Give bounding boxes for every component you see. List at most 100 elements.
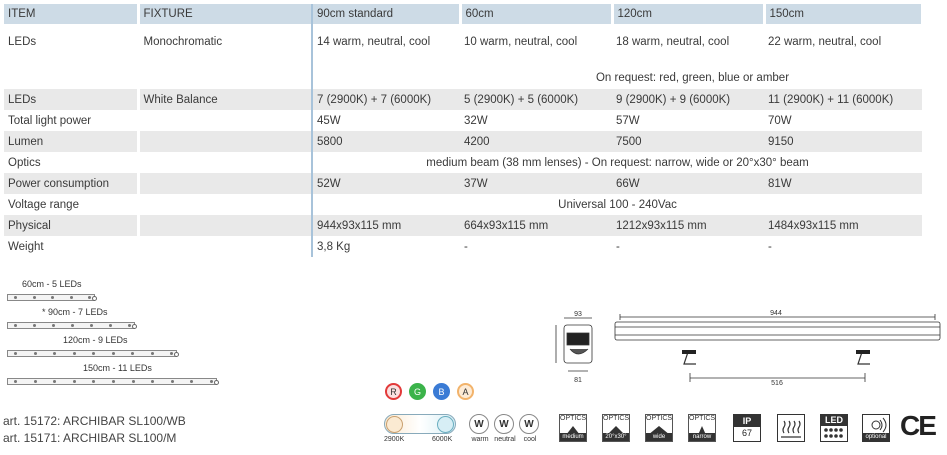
led-dot <box>72 380 76 383</box>
led-dot <box>14 352 17 355</box>
item-cell: Optics <box>4 152 140 173</box>
item-cell: Voltage range <box>4 194 140 215</box>
led-dot <box>210 380 213 383</box>
value-cell: 3,8 Kg <box>317 240 351 253</box>
strip-end-cap <box>214 380 219 385</box>
value-cell: 22 warm, neutral, cool <box>768 36 882 48</box>
bar-outline <box>614 321 941 341</box>
led-dot <box>90 324 93 327</box>
led-dot <box>150 352 154 355</box>
item-cell: Total light power <box>4 110 140 131</box>
fixture-cell <box>138 194 313 215</box>
white-balance-high: 6000K <box>432 436 453 443</box>
led-dot <box>69 296 73 299</box>
value-cell: 66W <box>612 173 764 194</box>
led-dot <box>92 380 96 383</box>
fixture-cell <box>138 72 313 89</box>
ip-rating-icon: IP 67 <box>733 414 761 442</box>
value-cell: 70W <box>768 114 792 127</box>
led-dot <box>71 324 74 327</box>
value-cell: - <box>464 240 468 253</box>
spanning-cell: medium beam (38 mm lenses) - On request:… <box>426 156 809 169</box>
value-cell: 57W <box>616 114 640 127</box>
led-dot <box>170 380 174 383</box>
header-cell: 150cm <box>764 4 924 24</box>
strip-label: * 90cm - 7 LEDs <box>42 307 108 317</box>
led-dot <box>33 324 36 327</box>
blue-led-icon: B <box>433 383 450 400</box>
value-cell: 4200 <box>460 131 612 152</box>
item-cell: Weight <box>4 236 140 257</box>
fixture-cell <box>138 236 313 257</box>
strip-end-cap <box>174 352 179 357</box>
item-cell: Power consumption <box>4 173 140 194</box>
item-cell: Lumen <box>4 131 140 152</box>
dim-bracket: 516 <box>771 380 783 387</box>
fixture-cell <box>138 152 313 173</box>
white-balance-icon <box>384 414 456 434</box>
technical-drawing: 93 115 81 944 516 <box>555 310 941 387</box>
ce-mark: CE <box>900 410 937 441</box>
led-dot <box>112 380 115 383</box>
value-cell: 18 warm, neutral, cool <box>616 36 730 48</box>
white-neutral-icon: W <box>494 414 514 434</box>
header-cell: 90cm standard <box>312 4 462 24</box>
strip-label: 150cm - 11 LEDs <box>83 363 152 373</box>
amber-led-icon: A <box>457 383 474 400</box>
header-cell: 120cm <box>612 4 766 24</box>
value-cell: 32W <box>464 114 488 127</box>
led-dot <box>92 352 95 355</box>
value-cell: 7500 <box>612 131 764 152</box>
led-matrix-icon: LED <box>820 414 848 442</box>
led-dot <box>170 352 173 355</box>
profile-outline <box>563 324 593 364</box>
item-cell <box>4 72 140 89</box>
strip-end-cap <box>92 296 97 301</box>
remote-control-icon: optional <box>862 414 890 442</box>
value-cell: 52W <box>312 173 460 194</box>
white-type-label: neutral <box>494 436 516 443</box>
led-dot <box>33 380 37 383</box>
led-dot <box>131 380 135 383</box>
led-dot <box>88 296 91 299</box>
white-cool-icon: W <box>519 414 539 434</box>
led-dot <box>33 352 37 355</box>
fixture-cell: White Balance <box>138 89 313 110</box>
value-cell: 5800 <box>312 131 460 152</box>
led-strip <box>7 322 137 329</box>
value-cell: 5 (2900K) + 5 (6000K) <box>460 89 612 110</box>
profile-head <box>566 332 590 346</box>
value-cell: 45W <box>317 114 341 127</box>
value-cell: 1212x93x115 mm <box>612 215 764 236</box>
header-cell: 60cm <box>460 4 614 24</box>
table-row: Optics medium beam (38 mm lenses) - On re… <box>4 152 922 173</box>
led-dot <box>151 380 155 383</box>
led-dot <box>131 352 134 355</box>
led-dot <box>14 380 17 383</box>
item-cell: LEDs <box>4 89 140 110</box>
led-dot <box>52 324 55 327</box>
fixture-cell <box>138 110 313 131</box>
white-balance-low: 2900K <box>384 436 405 443</box>
strip-end-cap <box>132 324 137 329</box>
led-dot <box>72 352 76 355</box>
fixture-cell <box>138 215 313 236</box>
led-dot <box>51 296 54 299</box>
white-type-label: cool <box>523 436 537 443</box>
green-led-icon: G <box>409 383 426 400</box>
red-led-icon: R <box>385 383 402 400</box>
white-type-label: warm <box>471 436 489 443</box>
fixture-cell <box>138 173 313 194</box>
led-dot <box>111 352 115 355</box>
header-cell: FIXTURE <box>138 4 313 24</box>
spanning-cell: On request: red, green, blue or amber <box>595 72 790 84</box>
